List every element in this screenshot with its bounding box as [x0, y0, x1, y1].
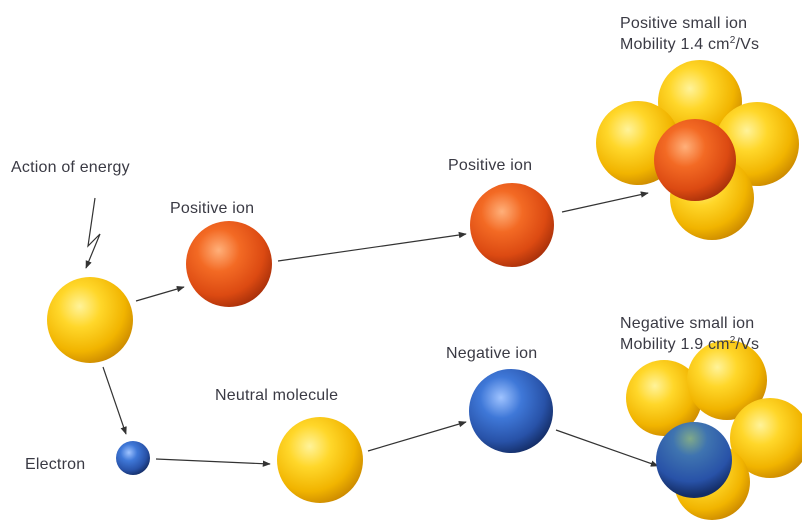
neutral-molecule-sphere: [277, 417, 363, 503]
arrow-positive-to-positive: [277, 231, 467, 262]
negative-small-ion-cluster: [626, 340, 802, 520]
negative-ion-sphere: [469, 369, 553, 453]
label-negative-small-ion-title: Negative small ion: [620, 315, 755, 332]
positive-ion-sphere-2: [470, 183, 554, 267]
positive-ion-sphere-1: [186, 221, 272, 307]
arrow-neutral-to-positive: [135, 285, 185, 302]
arrow-neutral-to-electron: [102, 366, 127, 435]
energy-lightning-arrow: [85, 197, 101, 269]
positive-small-ion-cluster: [596, 60, 799, 240]
label-negative-small-ion-mobility: Mobility 1.9 cm2/Vs: [620, 335, 760, 354]
label-neutral-molecule: Neutral molecule: [215, 387, 339, 404]
label-action-of-energy: Action of energy: [11, 159, 130, 176]
label-electron: Electron: [25, 456, 86, 473]
label-positive-small-ion-title: Positive small ion: [620, 15, 748, 32]
arrow-electron-to-neutral: [155, 458, 271, 467]
neutral-molecule-initial: [47, 277, 133, 363]
label-positive-ion-1: Positive ion: [170, 200, 255, 217]
arrow-neutral-to-negative: [367, 420, 467, 452]
arrow-negative-to-cluster: [555, 429, 659, 467]
label-positive-ion-2: Positive ion: [448, 157, 533, 174]
arrow-positive-to-cluster: [561, 191, 649, 213]
arrows: [85, 191, 659, 467]
electron-sphere: [116, 441, 150, 475]
label-positive-small-ion-mobility: Mobility 1.4 cm2/Vs: [620, 35, 760, 54]
label-negative-ion: Negative ion: [446, 345, 538, 362]
